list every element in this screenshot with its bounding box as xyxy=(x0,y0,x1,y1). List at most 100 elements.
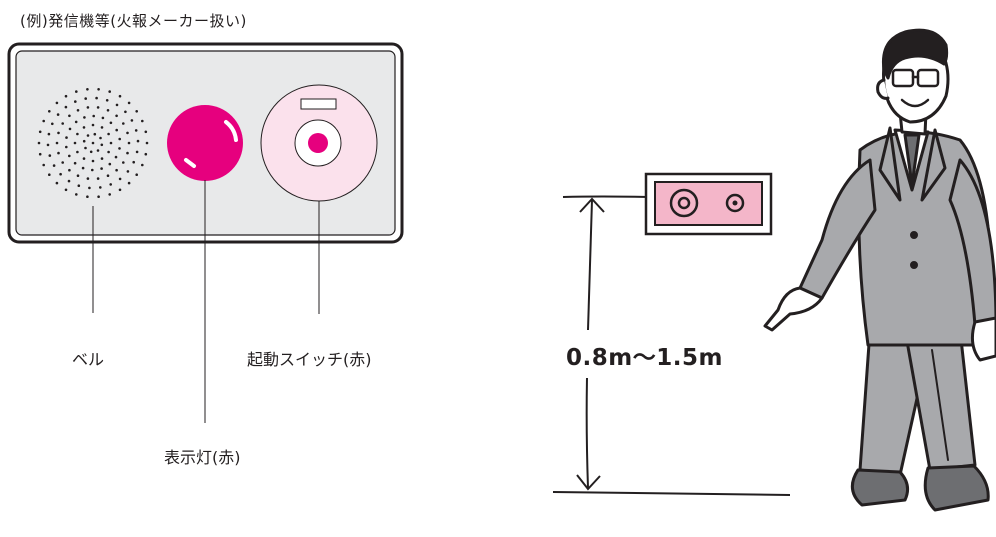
grille-dot xyxy=(108,162,112,166)
arrow-up-icon xyxy=(579,197,605,213)
grille-dot xyxy=(67,179,71,183)
grille-dot xyxy=(122,122,125,125)
grille-dot xyxy=(141,119,144,123)
grille-dot xyxy=(56,113,60,116)
grille-dot xyxy=(132,160,135,164)
grille-dot xyxy=(96,177,100,180)
grille-dot xyxy=(106,174,110,177)
grille-dot xyxy=(59,172,62,176)
grille-dot xyxy=(100,143,104,147)
grille-dot xyxy=(109,141,113,145)
grille-dot xyxy=(88,186,91,190)
grille-dot xyxy=(106,109,110,112)
height-range-label: 0.8m〜1.5m xyxy=(566,345,723,371)
grille-dot xyxy=(68,127,72,131)
grille-dot xyxy=(100,157,104,160)
diagram-caption: (例)発信機等(火報メーカー扱い) xyxy=(20,12,247,30)
wall-mounted-transmitter-icon xyxy=(644,172,773,236)
grille-dot xyxy=(55,101,59,105)
grille-dot xyxy=(127,101,131,105)
grille-dot xyxy=(97,195,100,198)
grille-dot xyxy=(57,131,60,135)
grille-dot xyxy=(144,152,148,156)
grille-dot xyxy=(57,151,60,155)
grille-dot xyxy=(82,139,86,143)
grille-dot xyxy=(115,128,118,132)
grille-dot xyxy=(76,150,79,154)
start-switch-icon xyxy=(260,84,378,202)
grille-dot xyxy=(86,106,90,109)
grille-dot xyxy=(122,161,125,164)
grille-dot xyxy=(64,94,68,98)
grille-dot xyxy=(107,150,110,154)
grille-dot xyxy=(118,94,122,98)
grille-dot xyxy=(84,97,87,100)
bell-label: ベル xyxy=(72,350,105,369)
leader-lines xyxy=(92,180,320,423)
grille-dot xyxy=(135,110,138,113)
arrow-down-icon xyxy=(576,474,601,491)
grille-dot xyxy=(46,143,50,147)
grille-dot xyxy=(93,132,97,136)
floor-line xyxy=(552,491,791,496)
grille-dot xyxy=(99,186,102,189)
grille-dot xyxy=(86,134,90,137)
grille-dot xyxy=(91,141,95,145)
grille-dot xyxy=(107,132,110,136)
grille-dot xyxy=(86,88,89,91)
grille-dot xyxy=(130,119,134,122)
grille-dot xyxy=(115,103,119,107)
grille-dot xyxy=(145,141,149,145)
grille-dot xyxy=(61,161,64,164)
grille-dot xyxy=(89,150,93,154)
grille-dot xyxy=(77,184,81,187)
grille-dot xyxy=(141,163,144,167)
grille-dot xyxy=(38,130,42,134)
grille-dot xyxy=(37,141,41,145)
grille-dot xyxy=(96,149,100,152)
grille-dot xyxy=(134,129,138,132)
grille-dot xyxy=(38,152,42,156)
indicator-lamp-icon xyxy=(167,105,243,181)
grille-dot xyxy=(126,170,130,173)
grille-dot xyxy=(108,90,111,93)
grille-dot xyxy=(68,168,71,172)
grille-dot xyxy=(144,130,148,134)
grille-dot xyxy=(105,99,109,102)
grille-dot xyxy=(73,141,77,145)
grille-dot xyxy=(135,173,138,176)
grille-dot xyxy=(118,188,122,192)
grille-dot xyxy=(73,161,77,165)
grille-dot xyxy=(65,145,68,149)
grille-dot xyxy=(65,136,68,139)
bell-speaker-grille-icon xyxy=(37,88,149,198)
grille-dot xyxy=(100,126,104,129)
grille-dot xyxy=(86,195,89,198)
grille-dot xyxy=(42,163,45,167)
grille-dot xyxy=(82,157,86,160)
grille-dot xyxy=(68,154,71,158)
grille-dot xyxy=(115,114,118,118)
grille-dot xyxy=(124,110,127,114)
grille-dot xyxy=(118,147,121,150)
grille-dot xyxy=(52,164,56,167)
grille-dot xyxy=(127,141,131,145)
grille-dot xyxy=(86,177,90,180)
grille-dot xyxy=(76,132,79,136)
grille-dot xyxy=(82,126,86,129)
height-dimension xyxy=(552,195,791,496)
grille-dot xyxy=(48,110,51,113)
dimension-line-lower xyxy=(585,377,589,489)
grille-dot xyxy=(100,167,103,170)
grille-dot xyxy=(74,100,77,103)
grille-dot xyxy=(91,168,94,172)
grille-dot xyxy=(126,131,129,135)
grille-dot xyxy=(109,183,112,186)
grille-dot xyxy=(127,181,131,185)
grille-dot xyxy=(118,177,122,181)
grille-dot xyxy=(91,159,95,163)
grille-dot xyxy=(135,150,139,154)
grille-dot xyxy=(76,174,80,177)
grille-dot xyxy=(126,151,129,155)
